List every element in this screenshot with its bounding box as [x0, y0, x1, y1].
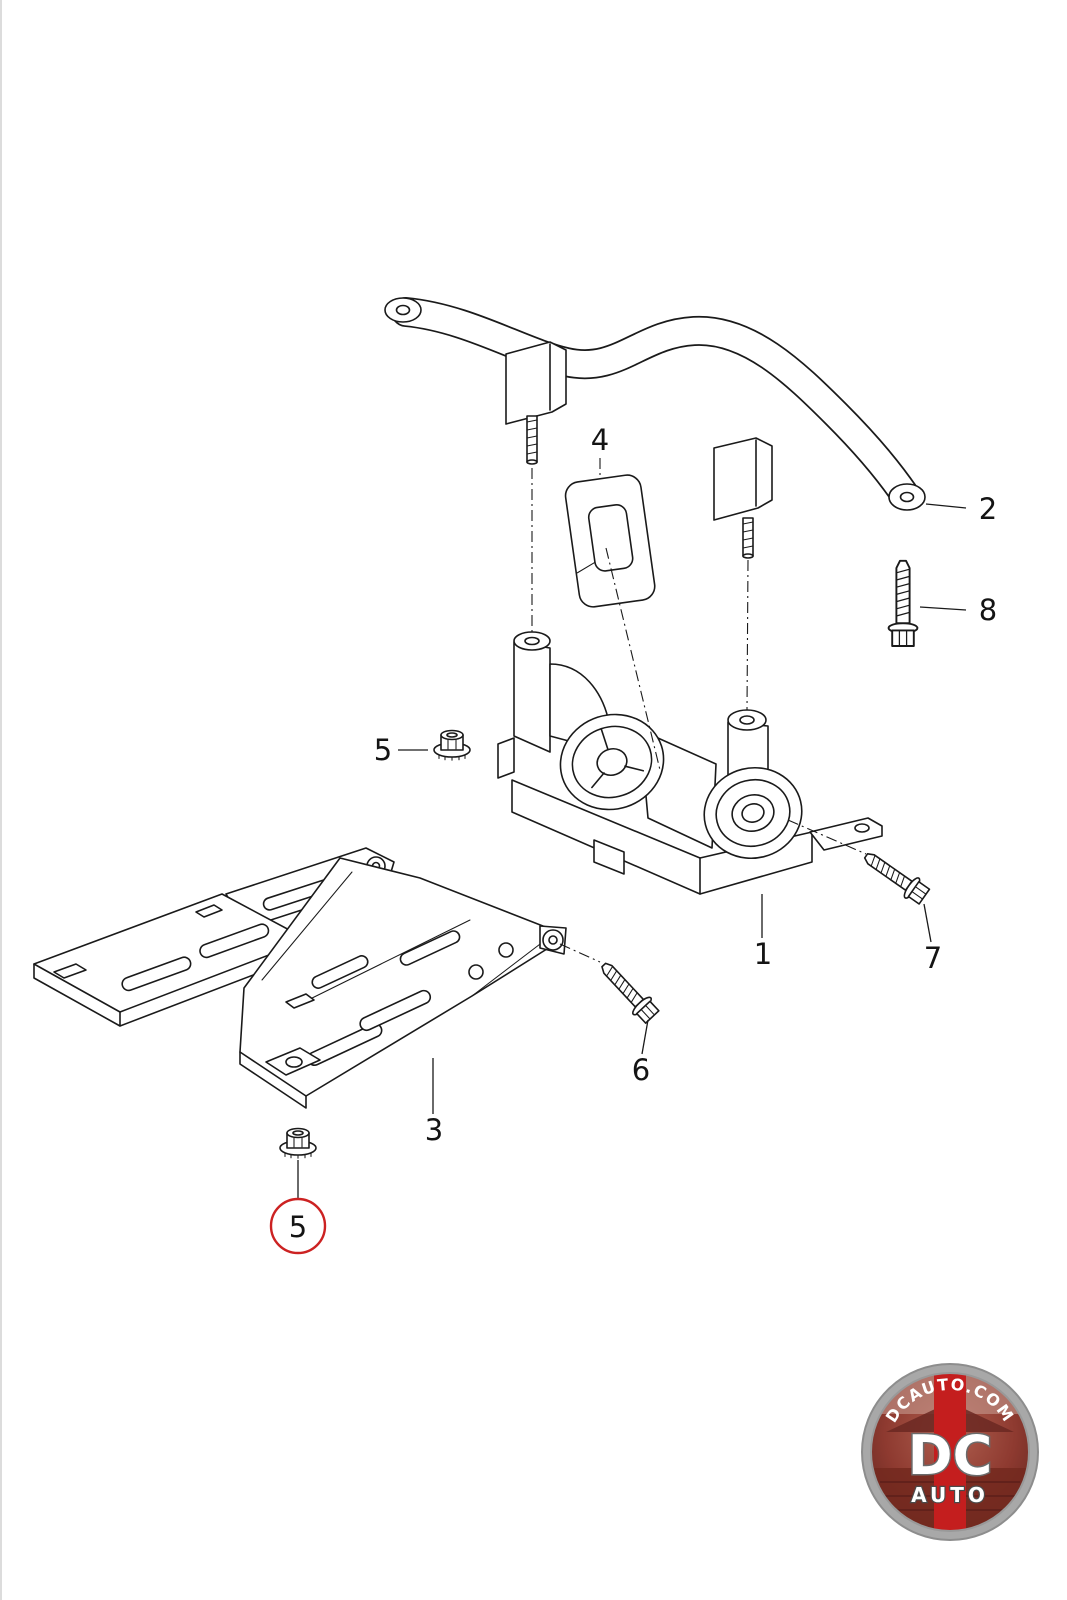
- part-1-transmission-mount: [497, 631, 883, 895]
- callout-6: 6: [632, 1019, 650, 1087]
- highlight-circle: [269, 1197, 327, 1255]
- callout-5-highlighted: 5: [269, 1160, 327, 1255]
- part-2-crossmember-bar: [384, 297, 926, 511]
- callout-6-label: 6: [632, 1053, 650, 1087]
- callout-1-label: 1: [754, 937, 772, 971]
- callout-3: 3: [425, 1058, 443, 1147]
- part-5-flange-nut-lower: [279, 1127, 317, 1159]
- heat-shield-right-plate: [239, 857, 567, 1109]
- part-4-support-clamp: [564, 474, 656, 608]
- hanger-bracket-right: [713, 437, 773, 559]
- callout-2: 2: [925, 492, 997, 526]
- logo-brand-text: DC: [908, 1424, 992, 1487]
- dc-auto-logo: DCAUTO.COM DC AUTO: [861, 1363, 1039, 1541]
- part-8-hex-bolt: [887, 559, 919, 647]
- callout-7-label: 7: [924, 941, 942, 975]
- callout-3-label: 3: [425, 1113, 443, 1147]
- threaded-stud-left: [526, 415, 538, 463]
- callout-8: 8: [919, 593, 997, 627]
- hanger-bracket-left: [505, 341, 567, 465]
- mount-left-bushing: [559, 713, 665, 811]
- part-3-heat-shield-plates: [33, 847, 567, 1109]
- page-edge-line: [0, 0, 2, 1600]
- mount-right-bushing: [703, 766, 803, 860]
- callout-7: 7: [923, 903, 942, 975]
- callout-5-lower-label: 5: [289, 1210, 307, 1244]
- callout-8-label: 8: [979, 593, 997, 627]
- part-7-hex-bolt: [858, 845, 932, 908]
- callout-5-upper: 5: [374, 733, 428, 767]
- callout-2-label: 2: [979, 492, 997, 526]
- assembly-centerlines: [531, 468, 867, 963]
- logo-red-stripe: [934, 1373, 966, 1531]
- callout-1: 1: [754, 894, 772, 971]
- logo-brand-sub-text: AUTO: [911, 1483, 989, 1507]
- callout-4: 4: [591, 423, 609, 476]
- part-6-hex-bolt: [594, 956, 662, 1026]
- callout-5-upper-label: 5: [374, 733, 392, 767]
- callout-4-label: 4: [591, 423, 609, 457]
- part-5-flange-nut-upper: [433, 729, 471, 762]
